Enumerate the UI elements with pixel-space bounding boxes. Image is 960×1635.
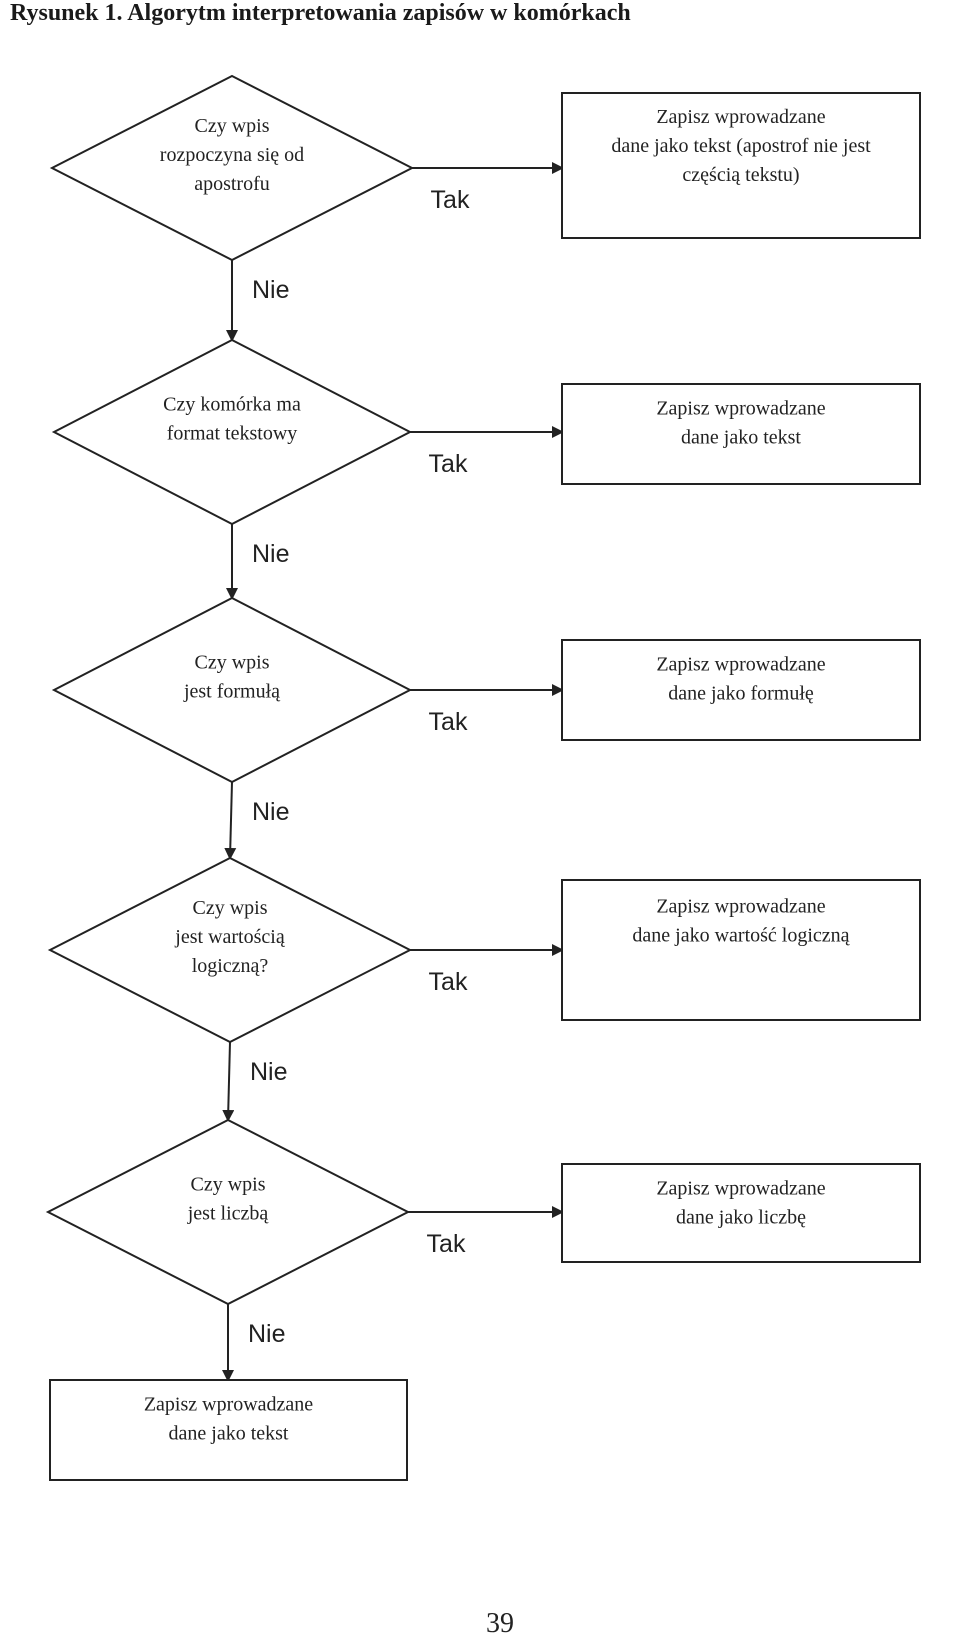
decision-text-line: Czy wpis (195, 115, 270, 137)
action-text-line: dane jako tekst (681, 427, 801, 449)
yes-label: Tak (429, 450, 468, 478)
page-number: 39 (486, 1608, 514, 1635)
action-text: Zapisz wprowadzane dane jako formułę (656, 654, 825, 705)
final-action: Zapisz wprowadzane dane jako tekst (49, 1379, 408, 1481)
no-label: Nie (250, 1058, 288, 1086)
final-action-text-line: dane jako tekst (169, 1423, 289, 1445)
action-text-line: Zapisz wprowadzane (656, 398, 825, 420)
action-text-line: częścią tekstu) (682, 164, 799, 186)
decision-text-line: jest liczbą (187, 1203, 270, 1225)
no-label: Nie (248, 1320, 286, 1348)
action-text: Zapisz wprowadzane dane jako tekst (apost… (611, 106, 871, 186)
final-action-text-line: Zapisz wprowadzane (144, 1394, 313, 1416)
action-text: Zapisz wprowadzane dane jako tekst (656, 398, 825, 449)
decision-diamond (47, 856, 413, 1044)
yes-label: Tak (429, 968, 468, 996)
action-text-line: dane jako liczbę (676, 1207, 806, 1229)
yes-label: Tak (427, 1230, 466, 1258)
no-arrow (222, 1041, 235, 1122)
action-box (561, 92, 921, 239)
no-label: Nie (252, 540, 290, 568)
action-text-line: Zapisz wprowadzane (656, 896, 825, 918)
decision-text-line: jest formułą (183, 681, 281, 703)
final-action-text: Zapisz wprowadzane dane jako tekst (144, 1394, 313, 1445)
action-text: Zapisz wprowadzane dane jako wartość logi… (632, 896, 850, 947)
action-box (561, 383, 921, 485)
decision-text-line: rozpoczyna się od (160, 144, 304, 166)
final-action-box (49, 1379, 408, 1481)
decision-text-line: apostrofu (194, 173, 270, 195)
action-text: Zapisz wprowadzane dane jako liczbę (656, 1178, 825, 1229)
yes-label: Tak (429, 708, 468, 736)
no-arrow (224, 781, 237, 860)
decision-text: Czy wpis jest formułą (183, 652, 281, 703)
action-box (561, 1163, 921, 1263)
action-box (561, 639, 921, 741)
action-text-line: dane jako formułę (668, 683, 814, 705)
no-label: Nie (252, 798, 290, 826)
decision-text-line: Czy wpis (191, 1174, 266, 1196)
action-box (561, 879, 921, 1021)
decision-step-4: Czy wpis jest wartością logiczną? Tak Zapisz… (47, 856, 921, 1122)
action-text-line: dane jako wartość logiczną (632, 925, 850, 947)
action-text-line: Zapisz wprowadzane (656, 1178, 825, 1200)
decision-text-line: logiczną? (192, 955, 269, 977)
yes-label: Tak (431, 186, 470, 214)
decision-text-line: Czy wpis (193, 897, 268, 919)
action-text-line: dane jako tekst (apostrof nie jest (611, 135, 871, 157)
decision-text-line: Czy wpis (195, 652, 270, 674)
page-title: Rysunek 1. Algorytm interpretowania zapi… (10, 0, 631, 26)
decision-text: Czy wpis jest liczbą (187, 1174, 270, 1225)
action-text-line: Zapisz wprowadzane (656, 106, 825, 128)
decision-text: Czy wpis jest wartością logiczną? (174, 897, 286, 977)
action-text-line: Zapisz wprowadzane (656, 654, 825, 676)
no-label: Nie (252, 276, 290, 304)
decision-diamond (49, 74, 415, 262)
decision-text-line: jest wartością (174, 926, 286, 948)
decision-text-line: format tekstowy (167, 423, 298, 445)
decision-text: Czy komórka ma format tekstowy (163, 394, 301, 445)
decision-text: Czy wpis rozpoczyna się od apostrofu (160, 115, 304, 195)
decision-text-line: Czy komórka ma (163, 394, 301, 416)
